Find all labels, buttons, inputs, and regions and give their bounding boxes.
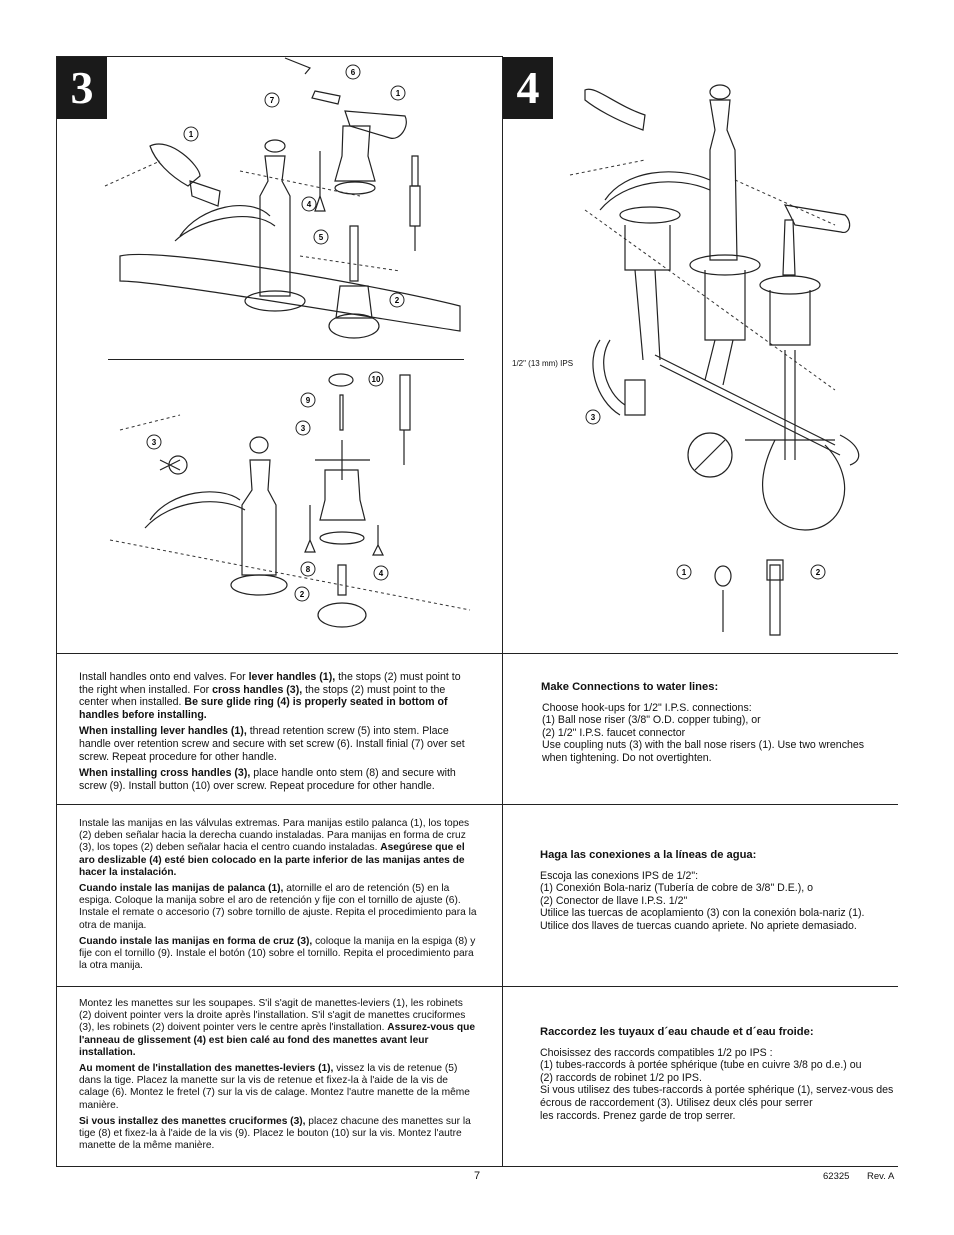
step4-body-en: Choose hook-ups for 1/2" I.P.S. connecti… xyxy=(542,701,865,764)
bottom-rule xyxy=(56,1166,898,1167)
svg-text:4: 4 xyxy=(307,200,312,209)
svg-text:7: 7 xyxy=(270,96,275,105)
callout-1-ball-nose-riser: 1 xyxy=(676,564,692,580)
lever-handle-illustration xyxy=(104,57,461,339)
callout-2-faucet-connector: 2 xyxy=(810,564,826,580)
step3-text-fr: Montez les manettes sur les soupapes. S'… xyxy=(79,998,476,1152)
callout-10: 10 xyxy=(368,371,384,387)
svg-text:1: 1 xyxy=(682,568,687,577)
svg-text:1: 1 xyxy=(189,130,194,139)
step3-top-callouts: 6 7 1 1 4 5 2 xyxy=(183,64,406,308)
illustration-divider-left xyxy=(108,359,464,360)
callout-6: 6 xyxy=(345,64,361,80)
row-divider-2 xyxy=(56,804,898,805)
callout-3b: 3 xyxy=(146,434,162,450)
svg-text:2: 2 xyxy=(300,590,305,599)
step3-bottom-callouts: 10 9 3 3 8 4 2 xyxy=(146,371,389,602)
step-3-number: 3 xyxy=(57,57,107,119)
step4-heading-es: Haga las conexiones a la líneas de agua: xyxy=(540,849,757,861)
callout-3a: 3 xyxy=(295,420,311,436)
callout-2: 2 xyxy=(389,292,405,308)
step4-heading-en: Make Connections to water lines: xyxy=(541,681,719,693)
column-divider xyxy=(502,56,503,1166)
step4-callouts: 3 1 2 xyxy=(585,409,826,580)
svg-text:3: 3 xyxy=(152,438,157,447)
cross-handle-illustration xyxy=(109,373,471,628)
svg-text:1: 1 xyxy=(396,89,401,98)
row-divider-3 xyxy=(56,986,898,987)
svg-text:9: 9 xyxy=(306,396,311,405)
callout-4b: 4 xyxy=(373,565,389,581)
revision: Rev. A xyxy=(867,1171,895,1182)
step4-text-es: Haga las conexiones a la líneas de agua:… xyxy=(540,849,890,933)
callout-4: 4 xyxy=(301,196,317,212)
callout-7: 7 xyxy=(264,92,280,108)
callout-1b: 1 xyxy=(183,126,199,142)
step4-text-en: Make Connections to water lines: Choose … xyxy=(541,681,881,765)
svg-text:8: 8 xyxy=(306,565,311,574)
svg-text:2: 2 xyxy=(395,296,400,305)
step4-text-fr: Raccordez les tuyaux d´eau chaude et d´e… xyxy=(540,1026,895,1122)
water-connection-illustration xyxy=(569,84,860,636)
ips-label: 1/2" (13 mm) IPS xyxy=(512,359,574,368)
step3-text-en: Install handles onto end valves. For lev… xyxy=(79,671,465,792)
svg-text:10: 10 xyxy=(372,375,381,384)
step4-body-es: Escoja las conexions IPS de 1/2": (1) Co… xyxy=(540,869,865,932)
svg-text:3: 3 xyxy=(301,424,306,433)
callout-8: 8 xyxy=(300,561,316,577)
svg-text:3: 3 xyxy=(591,413,596,422)
callout-1a: 1 xyxy=(390,85,406,101)
top-rule-left xyxy=(56,56,502,57)
svg-text:5: 5 xyxy=(319,233,324,242)
callout-5: 5 xyxy=(313,229,329,245)
callout-3-coupling-nut: 3 xyxy=(585,409,601,425)
callout-9: 9 xyxy=(300,392,316,408)
doc-number: 62325 xyxy=(823,1171,850,1182)
step4-body-fr: Choisissez des raccords compatibles 1/2 … xyxy=(540,1046,894,1122)
callout-2b: 2 xyxy=(294,586,310,602)
svg-text:4: 4 xyxy=(379,569,384,578)
svg-text:6: 6 xyxy=(351,68,356,77)
step-4-number: 4 xyxy=(503,57,553,119)
row-divider-1 xyxy=(56,653,898,654)
page-number: 7 xyxy=(474,1170,481,1182)
step3-text-es: Instale las manijas en las válvulas extr… xyxy=(79,818,477,972)
page-frame xyxy=(56,56,899,1166)
svg-text:2: 2 xyxy=(816,568,821,577)
step4-heading-fr: Raccordez les tuyaux d´eau chaude et d´e… xyxy=(540,1026,814,1038)
